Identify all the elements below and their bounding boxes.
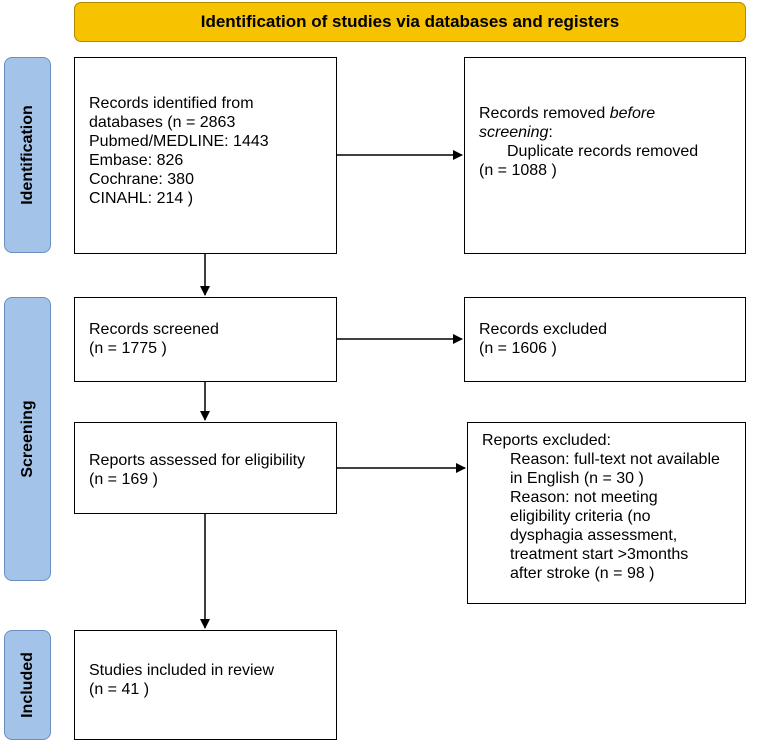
- records-identified-line5: Cochrane: 380: [89, 171, 194, 188]
- records-removed-line3: Duplicate records removed: [507, 143, 699, 160]
- studies-included-box: Studies included in review (n = 41 ): [74, 630, 337, 740]
- records-removed-before-italic: before: [609, 105, 656, 122]
- studies-included-line1: Studies included in review: [89, 662, 274, 679]
- records-removed-line1-text: Records removed: [479, 105, 610, 122]
- reports-excluded-box: Reports excluded: Reason: full-text not …: [467, 422, 746, 604]
- records-screened-box: Records screened (n = 1775 ): [74, 297, 337, 382]
- records-removed-line4: (n = 1088 ): [479, 162, 557, 179]
- reports-excluded-line6: dysphagia assessment,: [510, 527, 678, 544]
- records-identified-line4: Embase: 826: [89, 152, 184, 169]
- reports-assessed-box: Reports assessed for eligibility (n = 16…: [74, 422, 337, 514]
- records-identified-line1: Records identified from: [89, 95, 254, 112]
- reports-excluded-line7: treatment start >3months: [510, 546, 689, 563]
- reports-assessed-line1: Reports assessed for eligibility: [89, 452, 306, 469]
- phase-included: Included: [4, 630, 51, 740]
- reports-excluded-line1: Reports excluded:: [482, 432, 611, 449]
- records-screened-line1: Records screened: [89, 321, 219, 338]
- banner-title: Identification of studies via databases …: [74, 2, 746, 42]
- records-excluded-line2: (n = 1606 ): [479, 340, 557, 357]
- phase-screening: Screening: [4, 297, 51, 581]
- records-removed-line2: screening:: [479, 123, 745, 142]
- records-identified-box: Records identified from databases (n = 2…: [74, 57, 337, 254]
- records-excluded-box: Records excluded (n = 1606 ): [464, 297, 746, 382]
- records-identified-line2: databases (n = 2863: [89, 114, 236, 131]
- reports-assessed-line2: (n = 169 ): [89, 471, 158, 488]
- records-identified-line6: CINAHL: 214 ): [89, 190, 194, 207]
- reports-excluded-line5: eligibility criteria (no: [510, 508, 651, 525]
- records-removed-line1: Records removed before: [479, 104, 745, 123]
- phase-identification: Identification: [4, 57, 51, 253]
- records-identified-line3: Pubmed/MEDLINE: 1443: [89, 133, 269, 150]
- records-removed-screening-italic: screening: [479, 124, 549, 141]
- records-excluded-line1: Records excluded: [479, 321, 608, 338]
- records-screened-line2: (n = 1775 ): [89, 340, 167, 357]
- reports-excluded-line2: Reason: full-text not available: [510, 451, 720, 468]
- records-removed-colon: :: [548, 124, 553, 141]
- records-removed-box: Records removed before screening: Duplic…: [464, 57, 746, 254]
- reports-excluded-line3: in English (n = 30 ): [510, 470, 644, 487]
- studies-included-line2: (n = 41 ): [89, 681, 150, 698]
- reports-excluded-line8: after stroke (n = 98 ): [510, 565, 655, 582]
- reports-excluded-line4: Reason: not meeting: [510, 489, 658, 506]
